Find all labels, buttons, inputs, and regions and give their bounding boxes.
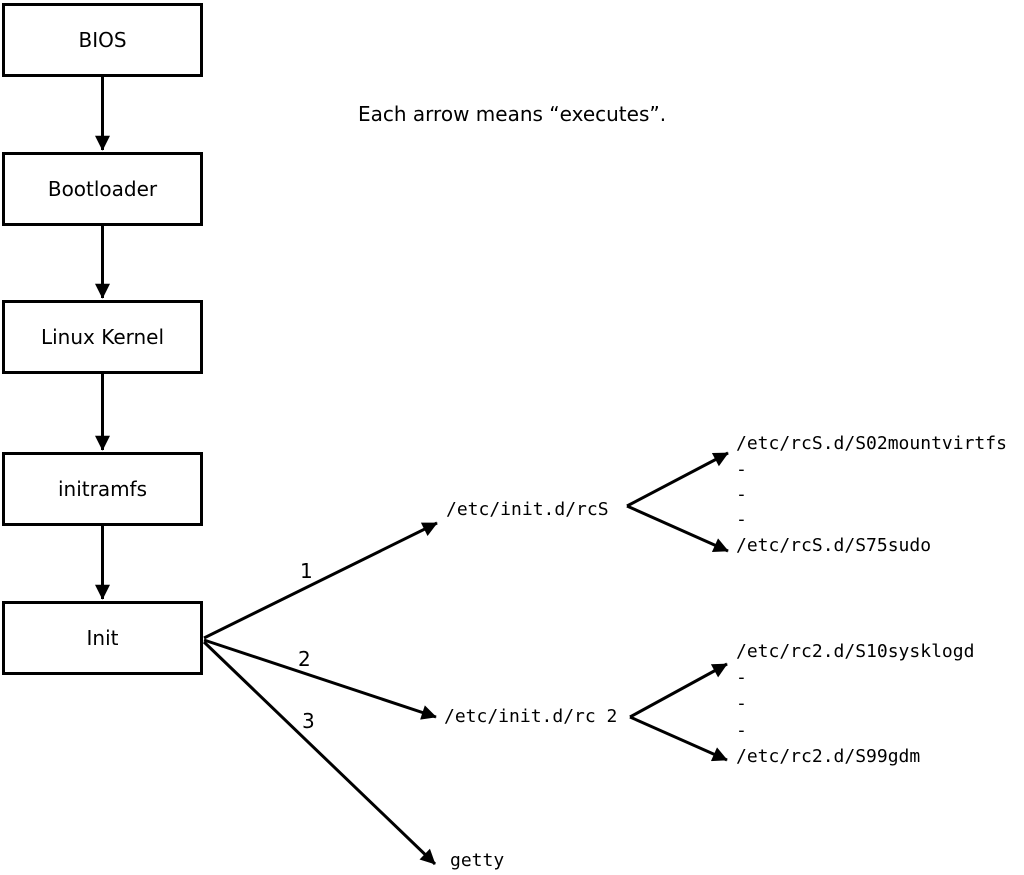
- bootloader-box: Bootloader: [2, 152, 203, 226]
- rcs-child-dash-1: -: [736, 459, 747, 480]
- bios-box: BIOS: [2, 3, 203, 77]
- rc2-child-s10sysklogd: /etc/rc2.d/S10sysklogd: [736, 641, 975, 662]
- rc2-child-dash-2: -: [736, 693, 747, 714]
- rcs-child-s75sudo: /etc/rcS.d/S75sudo: [736, 535, 932, 556]
- rc2-script-label: /etc/init.d/rc 2: [444, 706, 618, 727]
- rcs-script-label: /etc/init.d/rcS: [446, 499, 609, 520]
- arrow-init-to-getty: [202, 640, 437, 866]
- initramfs-box: initramfs: [2, 452, 203, 526]
- linux-kernel-label: Linux Kernel: [40, 325, 165, 349]
- getty-label: getty: [450, 850, 505, 871]
- branch-1-number: 1: [300, 559, 313, 583]
- rcs-child-s02mountvirtfs: /etc/rcS.d/S02mountvirtfs: [736, 433, 1007, 454]
- init-label: Init: [86, 626, 119, 650]
- bios-label: BIOS: [78, 28, 127, 52]
- rcs-child-dash-3: -: [736, 509, 747, 530]
- rc2-child-dash-1: -: [736, 667, 747, 688]
- rc2-child-dash-3: -: [736, 720, 747, 741]
- arrow-rcs-to-s75sudo: [626, 504, 729, 553]
- init-box: Init: [2, 601, 203, 675]
- arrow-init-to-rc2: [203, 638, 437, 720]
- branch-3-number: 3: [302, 709, 315, 733]
- initramfs-label: initramfs: [57, 477, 148, 501]
- rc2-child-s99gdm: /etc/rc2.d/S99gdm: [736, 746, 921, 767]
- caption: Each arrow means “executes”.: [358, 102, 667, 126]
- linux-kernel-box: Linux Kernel: [2, 300, 203, 374]
- arrow-rc2-to-s10sysklogd: [629, 662, 728, 719]
- arrow-init-to-rcs: [203, 521, 438, 640]
- arrow-rcs-to-s02mountvirtfs: [626, 451, 729, 508]
- branch-2-number: 2: [298, 647, 311, 671]
- rcs-child-dash-2: -: [736, 484, 747, 505]
- bootloader-label: Bootloader: [47, 177, 158, 201]
- arrow-rc2-to-s99gdm: [629, 715, 728, 762]
